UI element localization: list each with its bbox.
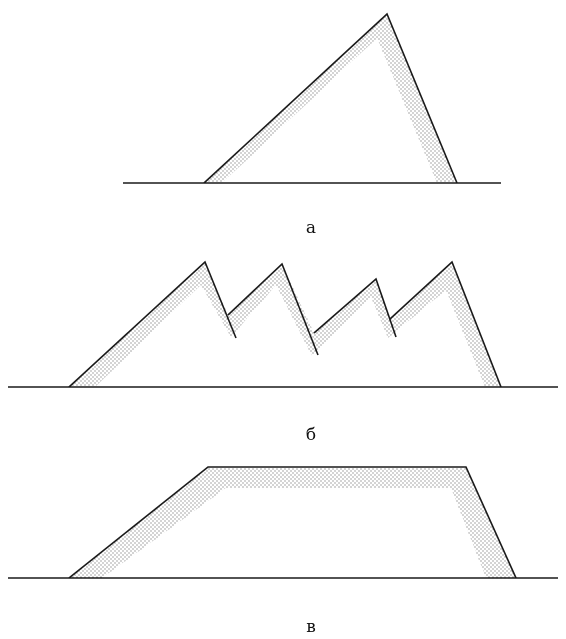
panel-c-caption: в [306, 617, 316, 637]
panel-b-peak-4-edge [389, 260, 502, 388]
panel-a-caption: а [306, 218, 316, 238]
panel-c: в [8, 466, 558, 637]
panel-b-peak-3-edge [313, 277, 397, 338]
panel-b-peak-2-edge [227, 262, 319, 356]
panel-a-stippled-band [204, 14, 457, 183]
panel-b-caption: б [306, 425, 316, 445]
panel-a: а [123, 12, 501, 238]
panel-b: б [8, 260, 558, 445]
panel-c-outer-edge [68, 466, 517, 579]
panel-a-outer-edge [203, 12, 458, 184]
panel-b-stippled-band [69, 262, 501, 387]
panel-b-outer-edge [68, 260, 237, 388]
panel-c-stippled-band [69, 467, 516, 578]
